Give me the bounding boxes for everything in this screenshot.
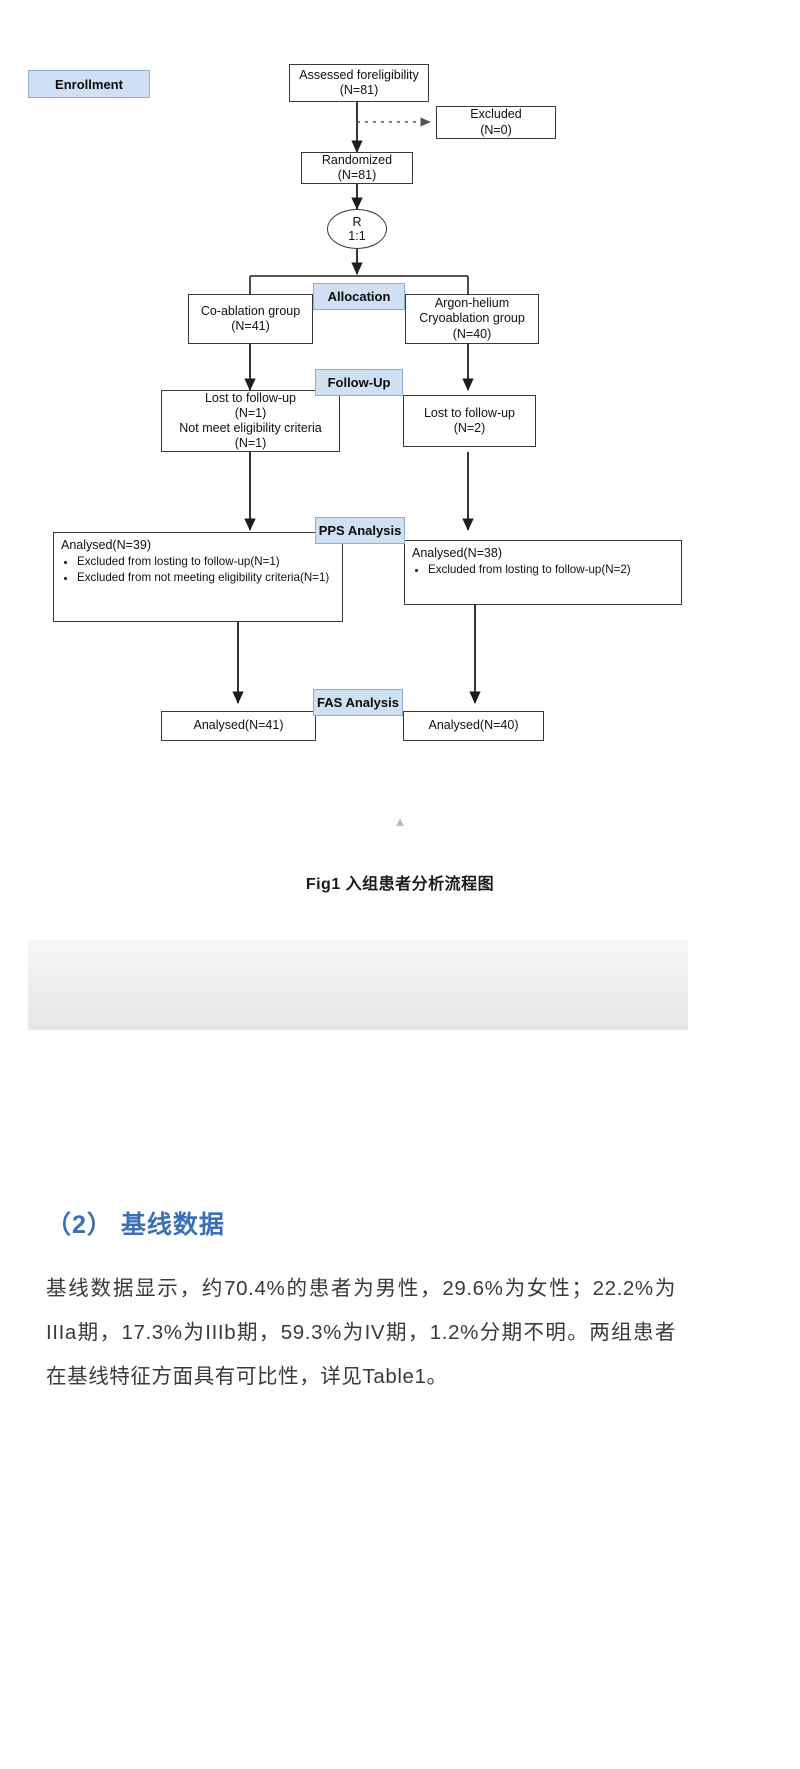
node-pps-analysed-left: Analysed(N=39) Excluded from losting to …: [53, 532, 343, 622]
node-assessed-line1: Assessed foreligibility: [299, 67, 419, 82]
node-randomization-ratio: R 1:1: [327, 209, 387, 249]
node-group-co-ablation: Co-ablation group (N=41): [188, 294, 313, 344]
flow-connectors: [232, 102, 481, 704]
baseline-data-section: （2） 基线数据 基线数据显示，约70.4%的患者为男性，29.6%为女性；22…: [46, 1205, 676, 1399]
group-right-line2: Cryoablation group: [419, 311, 525, 326]
pps-right-title: Analysed(N=38): [412, 546, 502, 560]
content-placeholder-band: [28, 940, 688, 1030]
lost-left-line2: (N=1): [234, 405, 267, 420]
stage-pps-analysis: PPS Analysis: [315, 517, 405, 544]
lost-right-line2: (N=2): [453, 421, 486, 435]
node-randomized: Randomized (N=81): [301, 152, 413, 184]
ratio-line1: R: [352, 214, 362, 229]
section-heading: （2） 基线数据: [46, 1211, 225, 1239]
node-assessed-eligibility: Assessed foreligibility (N=81): [289, 64, 429, 102]
node-randomized-line1: Randomized: [321, 152, 393, 167]
pps-right-bullet-1: Excluded from losting to follow-up(N=2): [428, 563, 631, 578]
pps-left-bullet-1: Excluded from losting to follow-up(N=1): [77, 555, 329, 570]
stage-enrollment-label: Enrollment: [55, 76, 123, 92]
section-paragraph: 基线数据显示，约70.4%的患者为男性，29.6%为女性；22.2%为IIIa期…: [46, 1277, 676, 1389]
stage-followup-label: Follow-Up: [327, 375, 391, 390]
node-lost-followup-right: Lost to follow-up (N=2): [403, 395, 536, 447]
group-left-line1: Co-ablation group: [200, 303, 301, 318]
node-excluded-line2: (N=0): [480, 122, 512, 137]
node-excluded-line1: Excluded: [470, 107, 522, 122]
lost-left-line1: Lost to follow-up: [204, 390, 297, 405]
node-fas-analysed-right: Analysed(N=40): [403, 711, 544, 741]
pps-left-bullets: Excluded from losting to follow-up(N=1) …: [61, 555, 329, 587]
node-group-cryoablation: Argon-helium Cryoablation group (N=40): [405, 294, 539, 344]
group-right-line3: (N=40): [452, 326, 492, 341]
fas-right-line1: Analysed(N=40): [428, 718, 519, 733]
node-excluded: Excluded (N=0): [436, 106, 556, 139]
lost-left-line4: (N=1): [234, 436, 267, 451]
stage-pps-label: PPS Analysis: [318, 523, 402, 538]
stage-fas-label: FAS Analysis: [317, 695, 399, 710]
node-randomized-line2: (N=81): [337, 168, 377, 182]
node-pps-analysed-right: Analysed(N=38) Excluded from losting to …: [404, 540, 682, 605]
stage-allocation: Allocation: [313, 283, 405, 310]
group-left-line2: (N=41): [231, 319, 270, 333]
ratio-line2: 1:1: [348, 229, 366, 243]
pps-left-title: Analysed(N=39): [61, 538, 151, 552]
node-assessed-line2: (N=81): [339, 83, 379, 97]
stage-followup: Follow-Up: [315, 369, 403, 396]
figure-caption: Fig1 入组患者分析流程图: [305, 876, 495, 893]
node-lost-followup-left: Lost to follow-up (N=1) Not meet eligibi…: [161, 390, 340, 452]
stage-allocation-label: Allocation: [327, 289, 391, 304]
fas-left-line1: Analysed(N=41): [193, 718, 284, 733]
lost-right-line1: Lost to follow-up: [423, 405, 516, 420]
consort-flow-diagram: Enrollment Assessed foreligibility (N=81…: [0, 0, 800, 860]
pps-right-bullets: Excluded from losting to follow-up(N=2): [412, 563, 631, 579]
pps-left-bullet-2: Excluded from not meeting eligibility cr…: [77, 571, 329, 586]
node-fas-analysed-left: Analysed(N=41): [161, 711, 316, 741]
stage-enrollment: Enrollment: [28, 70, 150, 98]
stage-fas-analysis: FAS Analysis: [313, 689, 403, 716]
group-right-line1: Argon-helium: [434, 296, 510, 311]
lost-left-line3: Not meet eligibility criteria: [179, 421, 322, 435]
collapse-arrow-icon[interactable]: ▲: [393, 814, 407, 829]
